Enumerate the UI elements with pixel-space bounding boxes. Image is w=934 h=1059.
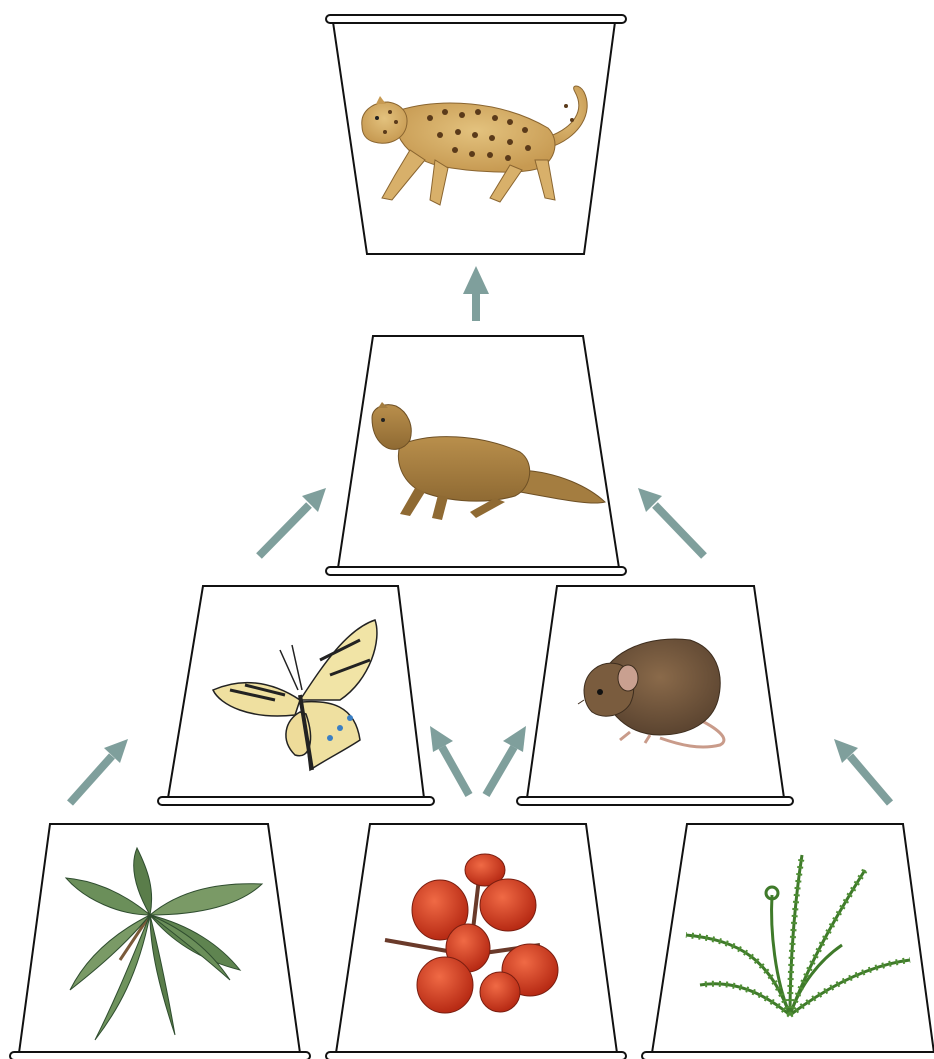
cup-butterfly <box>158 586 434 805</box>
arrow-fruit-to-butterfly <box>430 726 469 795</box>
cup-leaves <box>10 824 310 1059</box>
arrow-fern-to-mouse <box>834 739 890 803</box>
arrow-mongoose-to-leopard <box>463 266 489 321</box>
arrow-mouse-to-mongoose <box>638 488 704 556</box>
arrow-leaves-to-butterfly <box>70 739 128 803</box>
cup-fern <box>642 824 934 1059</box>
arrow-butterfly-to-mongoose <box>259 488 326 556</box>
arrow-fruit-to-mouse <box>486 726 526 795</box>
